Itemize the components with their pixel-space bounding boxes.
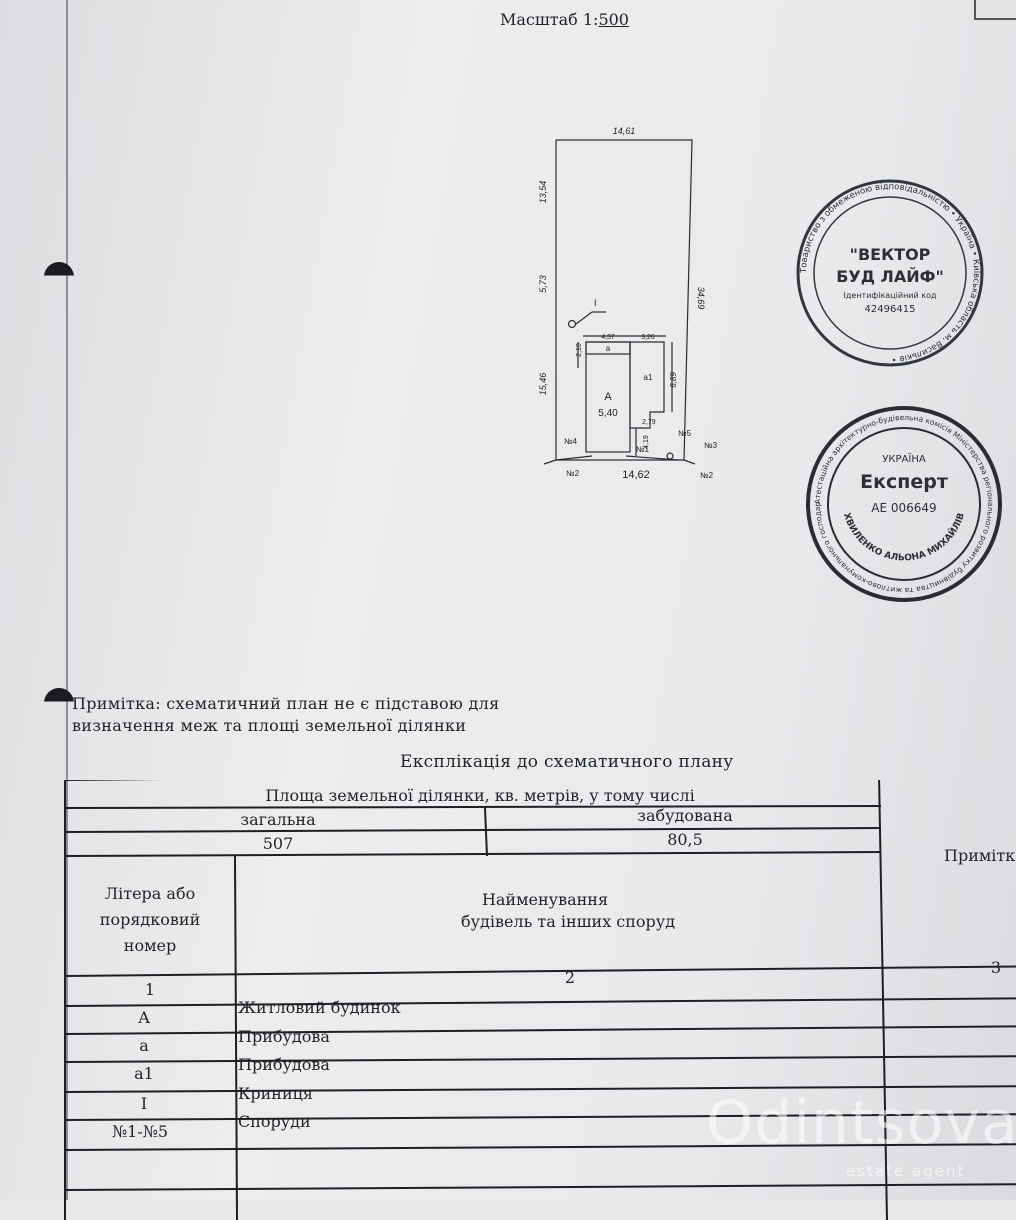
built-area-label: забудована bbox=[637, 806, 733, 825]
expert-stamp: Атестаційна архітектурно-будівельна комі… bbox=[804, 404, 1002, 602]
node-2-left: №2 bbox=[566, 469, 580, 478]
note-line-1: Примітка: схематичний план не є підставо… bbox=[72, 694, 500, 713]
well-leader bbox=[575, 311, 593, 325]
expert-country: УКРАЇНА bbox=[882, 452, 926, 465]
expert-title: Експерт bbox=[860, 471, 948, 493]
punch-hole-icon bbox=[44, 262, 74, 276]
row-5-name: Споруди bbox=[238, 1112, 311, 1131]
row-1-name: Житловий будинок bbox=[238, 998, 401, 1017]
col-number-2: 2 bbox=[564, 968, 576, 987]
company-stamp: Товариство з обмеженою відповідальністю … bbox=[796, 179, 984, 367]
structure-5-icon bbox=[666, 452, 674, 460]
row-3-name: Прибудова bbox=[238, 1055, 330, 1074]
dim-bottom: 14,62 bbox=[622, 469, 650, 481]
well-label: I bbox=[594, 298, 597, 308]
label-a1: а1 bbox=[644, 373, 653, 382]
col1-header-line1: Літера або bbox=[104, 884, 196, 903]
row-2-id: а bbox=[139, 1036, 149, 1055]
built-area-value: 80,5 bbox=[667, 830, 703, 849]
page-fold-line bbox=[66, 0, 68, 1200]
col1-header-line2: порядковий bbox=[99, 910, 201, 929]
col1-header-line3: номер bbox=[123, 936, 177, 955]
watermark-subtitle: estate agent bbox=[846, 1162, 966, 1180]
dim-top: 14,61 bbox=[613, 126, 636, 136]
area-header: Площа земельної ділянки, кв. метрів, у т… bbox=[265, 786, 695, 805]
row-2-name: Прибудова bbox=[238, 1027, 330, 1046]
row-1-id: А bbox=[137, 1008, 151, 1027]
watermark-brand: Odintsova bbox=[706, 1088, 1016, 1158]
row-4-name: Криниця bbox=[238, 1084, 313, 1103]
punch-hole-icon bbox=[44, 688, 74, 702]
dim-a1-depth: 6,89 bbox=[669, 372, 678, 388]
dim-left-lower: 15,46 bbox=[538, 373, 548, 396]
col2-header-line1: Найменування bbox=[481, 890, 609, 909]
row-5-id: №1-№5 bbox=[111, 1122, 169, 1141]
stamp-company-line2: БУД ЛАЙФ" bbox=[836, 267, 944, 286]
label-A: А bbox=[604, 391, 612, 403]
node-4: №4 bbox=[564, 437, 578, 446]
stamp-id-label: Ідентифікаційний код bbox=[844, 291, 937, 300]
row-3-id: а1 bbox=[134, 1064, 154, 1083]
scale-label: Масштаб 1:500 bbox=[500, 10, 629, 29]
well-icon bbox=[567, 319, 577, 329]
dim-right: 34,69 bbox=[696, 287, 706, 310]
explication-table-grid bbox=[64, 780, 1016, 1220]
stamp-company-line1: "ВЕКТОР bbox=[850, 245, 931, 264]
total-area-label: загальна bbox=[240, 810, 316, 829]
dim-a1-width: 3,26 bbox=[641, 334, 655, 341]
col-number-3: 3 bbox=[990, 958, 1002, 977]
plan-note: Примітка: схематичний план не є підставо… bbox=[72, 693, 500, 737]
col-number-1: 1 bbox=[144, 980, 156, 999]
node-3: №3 bbox=[704, 441, 718, 450]
node-2-right: №2 bbox=[700, 471, 714, 480]
dim-A-right: 4,19 bbox=[643, 435, 650, 449]
dim-a-width: 4,37 bbox=[601, 334, 615, 341]
node-1: №1 bbox=[636, 445, 650, 454]
explication-title: Експлікація до схематичного плану bbox=[400, 752, 734, 772]
label-a: а bbox=[606, 344, 611, 353]
notes-header: Примітк bbox=[944, 846, 1016, 865]
dim-a-depth: 2,10 bbox=[576, 343, 583, 357]
label-A-value: 5,40 bbox=[598, 408, 618, 419]
col2-header-line2: будівель та інших споруд bbox=[460, 912, 676, 931]
dim-left-mid: 5,73 bbox=[538, 275, 548, 293]
row-4-id: I bbox=[140, 1094, 148, 1113]
dim-a1-bottom: 2,79 bbox=[642, 419, 656, 426]
note-line-2: визначення меж та площі земельної ділянк… bbox=[72, 716, 467, 735]
annex-a1 bbox=[629, 341, 665, 429]
page-corner-mark bbox=[974, 0, 1016, 20]
stamp-id-code: 42496415 bbox=[865, 304, 916, 315]
expert-number: АЕ 006649 bbox=[871, 501, 936, 515]
dim-left-upper: 13,54 bbox=[538, 181, 548, 204]
node-5: №5 bbox=[678, 429, 692, 438]
site-plan: 14,61 14,62 13,54 5,73 15,46 34,69 I 4,3… bbox=[538, 126, 718, 481]
total-area-value: 507 bbox=[262, 834, 294, 853]
scale-value: 500 bbox=[598, 10, 629, 29]
